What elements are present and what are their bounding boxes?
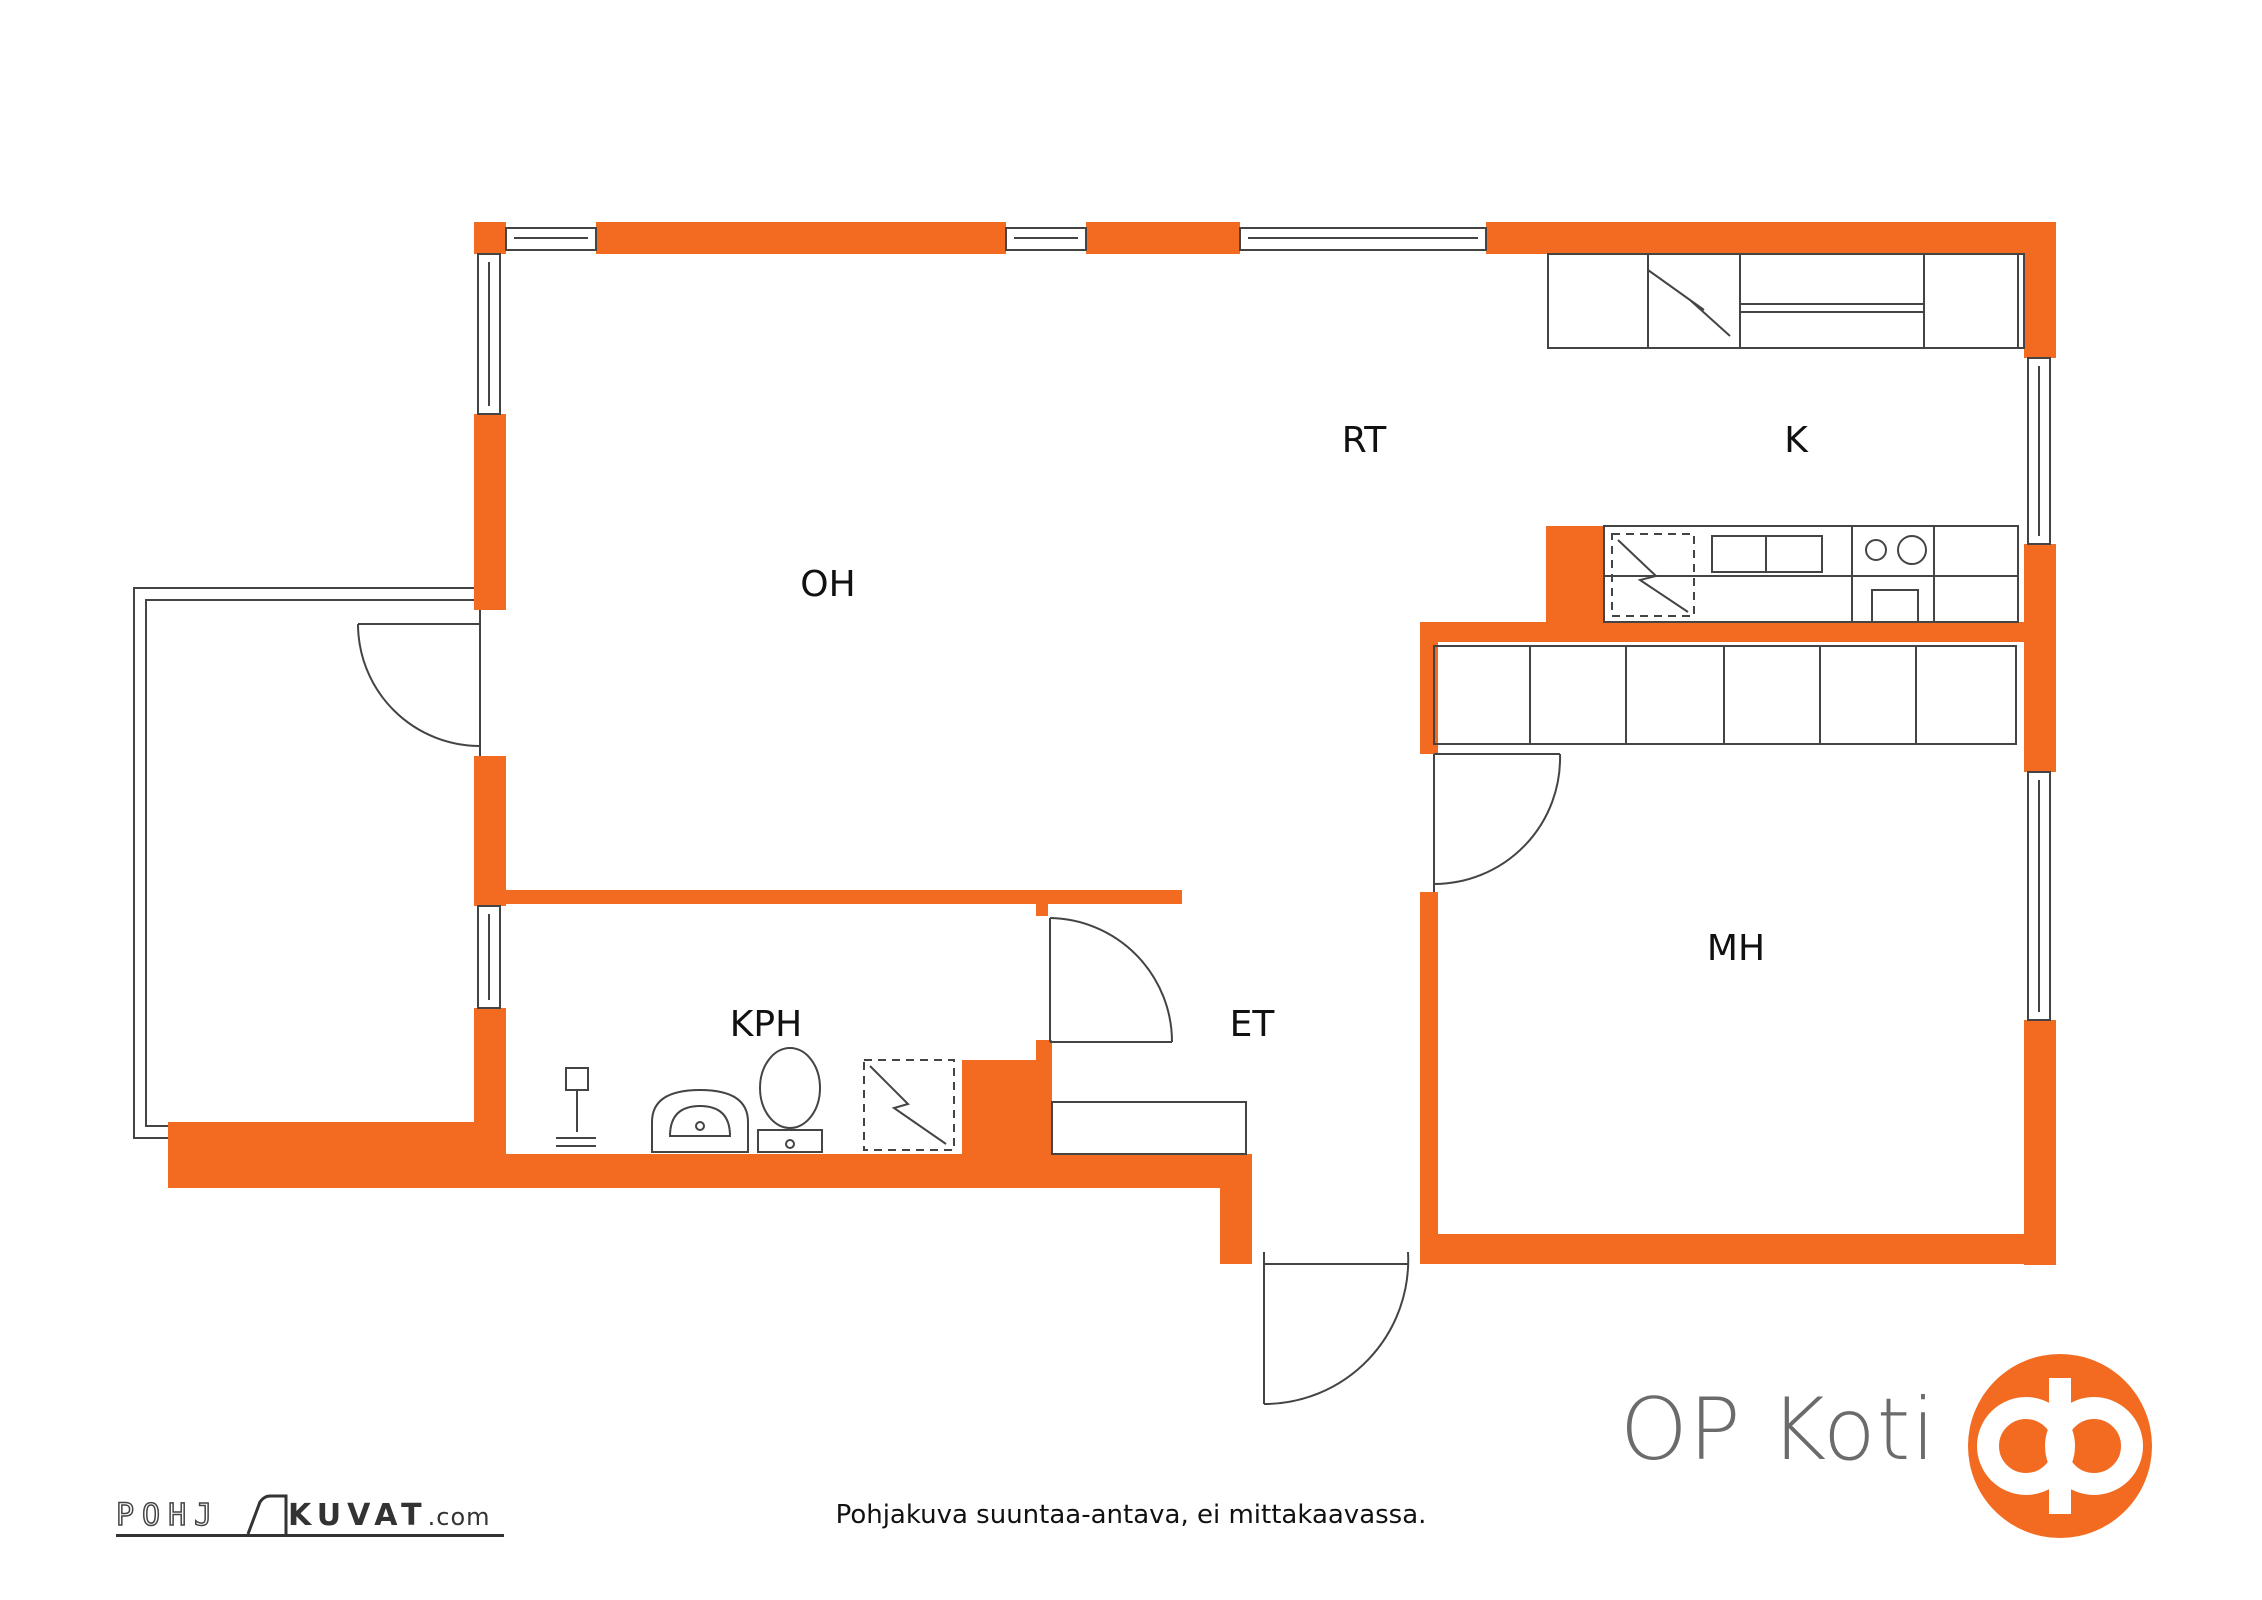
room-label-mh: MH xyxy=(1707,928,1765,969)
room-label-et: ET xyxy=(1230,1004,1276,1045)
disclaimer-caption: Pohjakuva suuntaa-antava, ei mittakaavas… xyxy=(835,1500,1427,1530)
room-label-k: K xyxy=(1784,420,1809,461)
credit-underline xyxy=(116,1534,504,1537)
room-label-kph: KPH xyxy=(730,1004,802,1045)
walls xyxy=(168,222,2056,1265)
room-label-rt: RT xyxy=(1342,420,1387,461)
op-logo-icon xyxy=(1968,1354,2152,1538)
balcony xyxy=(133,587,474,1139)
credit-right: KUVAT xyxy=(288,1498,428,1533)
credit-ramp-icon xyxy=(246,1494,288,1535)
bathroom-fixtures xyxy=(556,1047,955,1153)
hall-bench xyxy=(1051,1101,1247,1155)
wardrobe xyxy=(1433,645,2017,745)
doors xyxy=(357,610,1562,1406)
credit-left: POHJ xyxy=(115,1497,221,1534)
kitchen-upper-counter xyxy=(1547,253,2025,349)
brand-name: OP Koti xyxy=(1620,1380,1937,1480)
credit-suffix: .com xyxy=(427,1503,491,1531)
pohjakuvat-credit: POHJ KUVAT.com xyxy=(115,1494,506,1540)
room-labels: OH RT K KPH ET MH xyxy=(730,420,1809,1045)
room-label-oh: OH xyxy=(800,564,855,605)
windows xyxy=(477,227,2051,1021)
kitchen-lower-counter xyxy=(1603,525,2019,623)
